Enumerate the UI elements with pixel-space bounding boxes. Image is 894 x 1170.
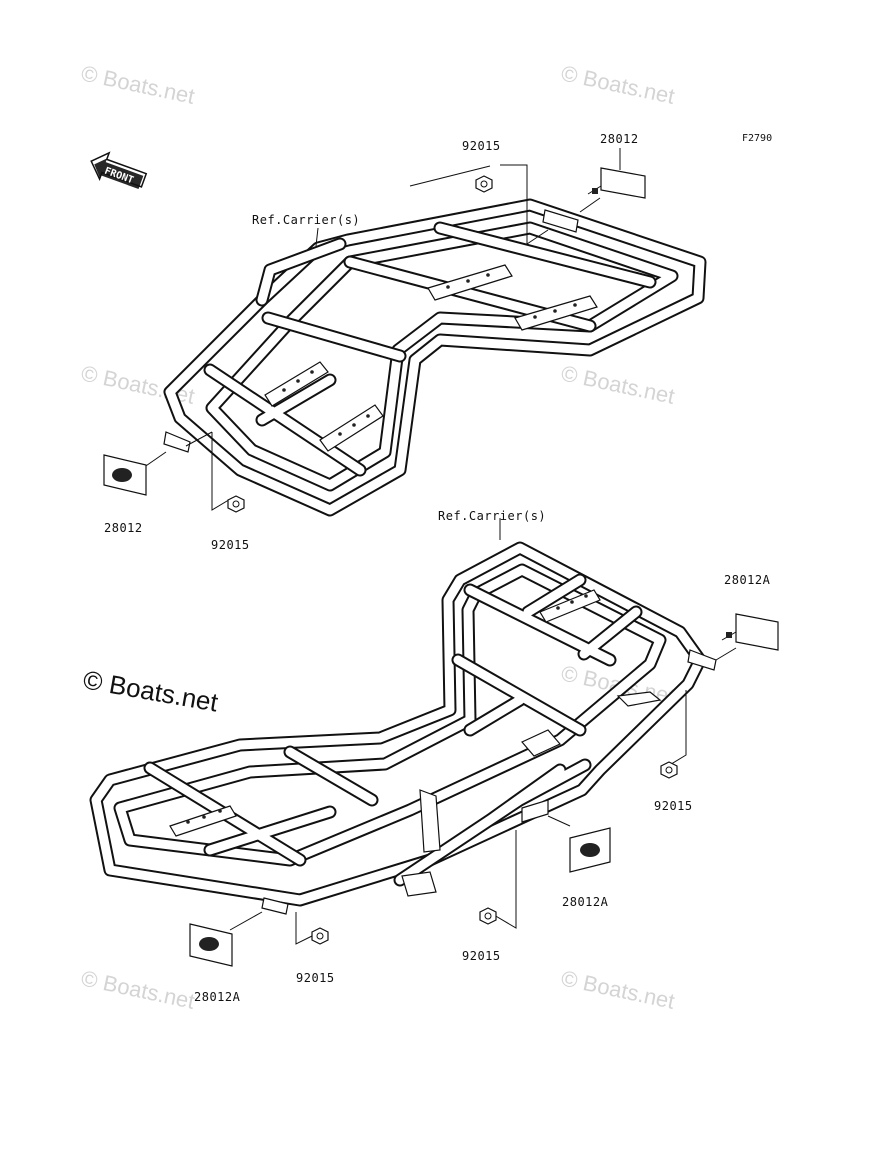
nut-icon [479, 907, 497, 925]
part-number-label: 28012A [194, 990, 241, 1004]
mount-plate [539, 589, 601, 623]
reflector-bracket [542, 209, 579, 233]
mount-plate [514, 295, 598, 331]
nut-icon [227, 495, 245, 513]
reflector-icon [569, 827, 611, 873]
watermark: © Boats.net [559, 60, 677, 108]
watermark: © Boats.net [559, 965, 677, 1013]
nut-icon [660, 761, 678, 779]
part-number-label: 28012 [104, 521, 143, 535]
bottom-carrier-frame [89, 541, 717, 915]
support-bracket [401, 871, 437, 897]
nut-icon [475, 175, 493, 193]
part-number-label: 28012 [600, 132, 639, 146]
support-bracket [521, 729, 561, 757]
part-number-label: 92015 [296, 971, 335, 985]
part-number-label: 92015 [462, 139, 501, 153]
reflector-icon [587, 167, 646, 199]
figure-code: F2790 [742, 133, 772, 144]
reflector-icon [721, 613, 779, 651]
part-number-label: 92015 [654, 799, 693, 813]
reflector-bracket [163, 431, 191, 453]
part-number-label: 92015 [211, 538, 250, 552]
mount-plate [319, 404, 384, 452]
reflector-bracket [521, 799, 549, 823]
part-number-label: 28012A [562, 895, 609, 909]
watermark: © Boats.net [559, 360, 677, 408]
ref-carrier-label: Ref.Carrier(s) [438, 509, 546, 523]
reflector-bracket [687, 649, 717, 671]
top-carrier-frame [163, 198, 707, 517]
bottom-leader-lines [229, 518, 737, 945]
watermark-main: © Boats.net [81, 664, 221, 717]
step-mount [616, 691, 662, 707]
nut-icon [311, 927, 329, 945]
reflector-bracket [261, 897, 289, 915]
watermark: © Boats.net [79, 965, 197, 1013]
support-bracket [419, 789, 441, 853]
watermark: © Boats.net [79, 60, 197, 108]
mount-plate [169, 805, 237, 837]
ref-carrier-label: Ref.Carrier(s) [252, 213, 360, 227]
reflector-icon [103, 454, 147, 496]
part-number-label: 92015 [462, 949, 501, 963]
front-arrow-icon: FRONT [90, 151, 148, 190]
mount-plate [264, 361, 329, 407]
part-number-label: 28012A [724, 573, 771, 587]
reflector-icon [189, 923, 233, 967]
mount-plate [427, 264, 513, 301]
